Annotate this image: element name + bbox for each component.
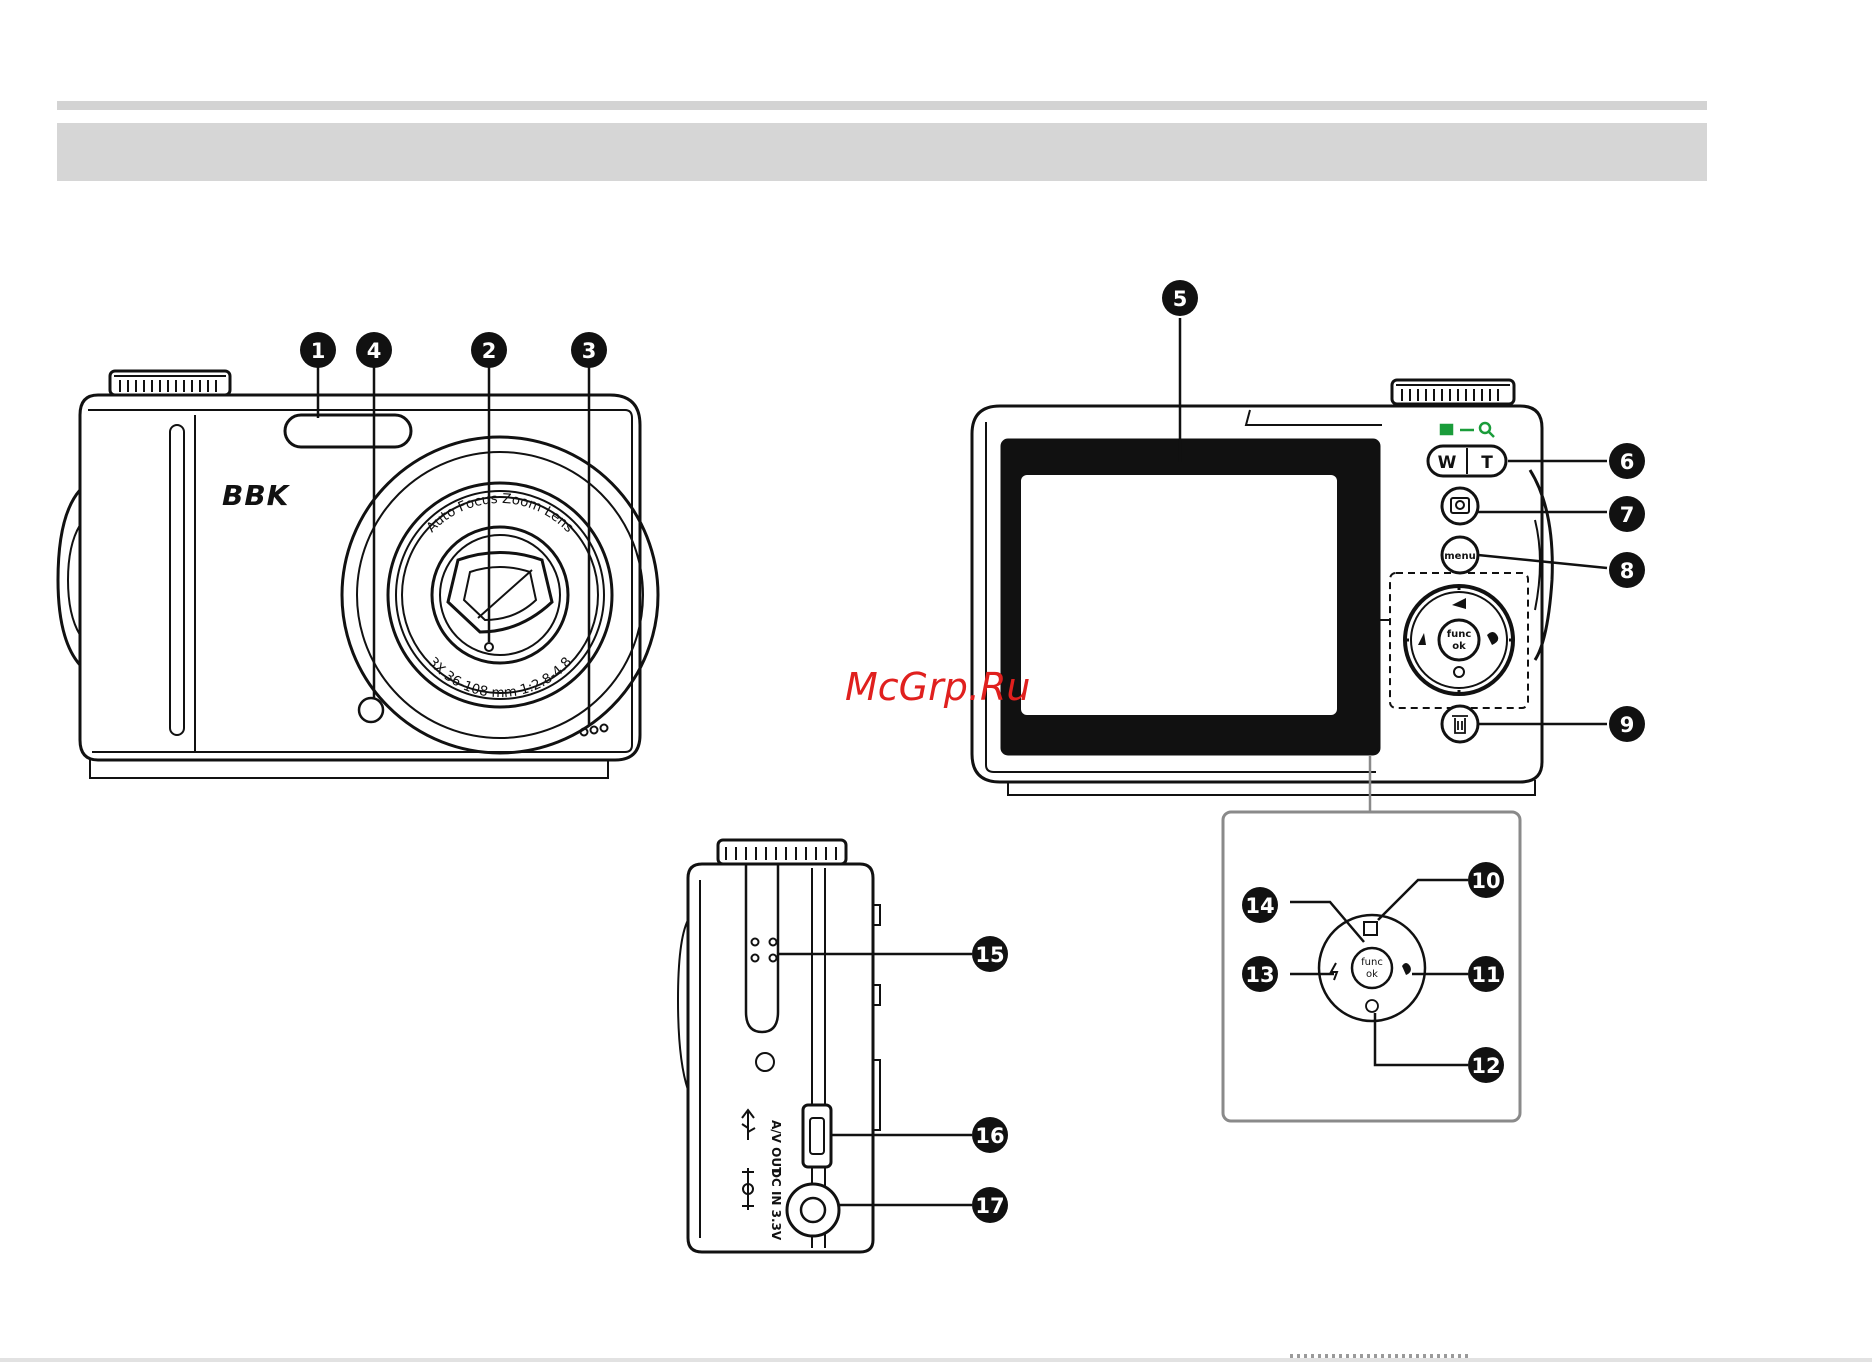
delete-button[interactable] (1442, 706, 1478, 742)
callout-5: 5 (1162, 280, 1198, 316)
svg-text:8: 8 (1620, 559, 1635, 583)
front-top-dial (110, 371, 230, 395)
svg-text:14: 14 (1245, 894, 1274, 918)
svg-text:16: 16 (975, 1124, 1004, 1148)
svg-text:1: 1 (311, 339, 326, 363)
inset-func-label-top: func (1361, 957, 1383, 968)
front-view: BBK Auto Focus Zoom Lens 3X 36-108 mm 1:… (58, 371, 658, 778)
svg-text:6: 6 (1620, 450, 1635, 474)
lcd-screen (1021, 475, 1337, 715)
callout-6: 6 (1609, 443, 1645, 479)
callout-3: 3 (571, 332, 607, 368)
usb-av-port[interactable] (803, 1105, 831, 1167)
callout-12: 12 (1468, 1047, 1504, 1083)
svg-text:7: 7 (1620, 503, 1635, 527)
rear-top-dial (1392, 380, 1514, 404)
callout-2: 2 (471, 332, 507, 368)
brand-logo: BBK (222, 479, 291, 512)
callout-16: 16 (972, 1117, 1008, 1153)
svg-text:10: 10 (1471, 869, 1500, 893)
callout-17: 17 (972, 1187, 1008, 1223)
svg-text:17: 17 (975, 1194, 1004, 1218)
svg-text:11: 11 (1471, 963, 1500, 987)
svg-text:9: 9 (1620, 713, 1635, 737)
svg-text:15: 15 (975, 943, 1004, 967)
footer-ghost-text (1290, 1354, 1470, 1358)
svg-text:13: 13 (1245, 963, 1274, 987)
zoom-wide-label: W (1438, 453, 1457, 473)
callout-14: 14 (1242, 887, 1278, 923)
dc-in-jack[interactable] (787, 1184, 839, 1236)
dc-in-label: DC IN 3.3V (769, 1168, 783, 1241)
svg-text:2: 2 (482, 339, 497, 363)
callout-4: 4 (356, 332, 392, 368)
callout-13: 13 (1242, 956, 1278, 992)
callout-10: 10 (1468, 862, 1504, 898)
inset-func-label-bottom: ok (1366, 969, 1378, 980)
menu-button-label: menu (1444, 551, 1475, 562)
rear-dpad[interactable]: func ok (1404, 585, 1514, 695)
side-view: A/V OUT DC IN 3.3V (678, 840, 880, 1252)
rear-func-label-top: func (1447, 629, 1472, 640)
bottom-rule (0, 1358, 1872, 1362)
callout-1: 1 (300, 332, 336, 368)
callout-15: 15 (972, 936, 1008, 972)
svg-text:12: 12 (1471, 1054, 1500, 1078)
rear-view: W T menu func ok (972, 380, 1552, 795)
svg-text:3: 3 (582, 339, 597, 363)
callout-7: 7 (1609, 496, 1645, 532)
svg-text:4: 4 (367, 339, 382, 363)
watermark-text: McGrp.Ru (845, 665, 1030, 709)
zoom-tele-label: T (1481, 453, 1493, 473)
playback-button[interactable] (1442, 488, 1478, 524)
callout-11: 11 (1468, 956, 1504, 992)
rear-func-label-bottom: ok (1452, 641, 1466, 652)
callout-9: 9 (1609, 706, 1645, 742)
svg-text:5: 5 (1173, 287, 1188, 311)
callout-8: 8 (1609, 552, 1645, 588)
